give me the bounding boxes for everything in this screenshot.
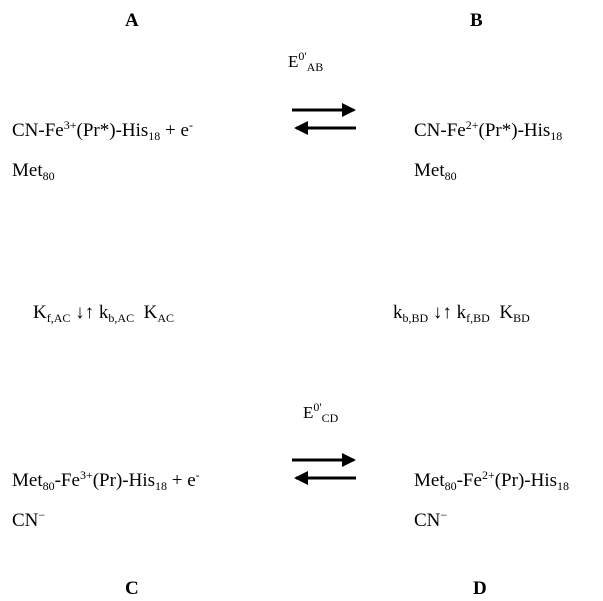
label-b: B xyxy=(470,10,483,31)
rate-constants-bd: kb,BD ↓↑ kf,BD KBD xyxy=(393,302,530,325)
species-c-cn: CN− xyxy=(12,508,46,531)
equilibrium-arrows-top xyxy=(292,103,356,135)
equilibrium-arrows-bottom xyxy=(292,453,356,485)
label-d: D xyxy=(473,578,487,599)
potential-ab: E0'AB xyxy=(288,49,324,74)
species-a-formula: CN-Fe3+(Pr*)-His18 + e- xyxy=(12,118,193,143)
label-c: C xyxy=(125,578,139,599)
species-a-met: Met80 xyxy=(12,160,55,183)
species-d-cn: CN− xyxy=(414,508,448,531)
label-a: A xyxy=(125,10,139,31)
potential-cd: E0'CD xyxy=(303,400,339,425)
rate-constants-ac: Kf,AC ↓↑ kb,AC KAC xyxy=(33,302,174,325)
species-b-met: Met80 xyxy=(414,160,457,183)
species-c-formula: Met80-Fe3+(Pr)-His18 + e- xyxy=(12,468,200,493)
species-b-formula: CN-Fe2+(Pr*)-His18 xyxy=(414,118,563,143)
species-d-formula: Met80-Fe2+(Pr)-His18 xyxy=(414,468,569,493)
